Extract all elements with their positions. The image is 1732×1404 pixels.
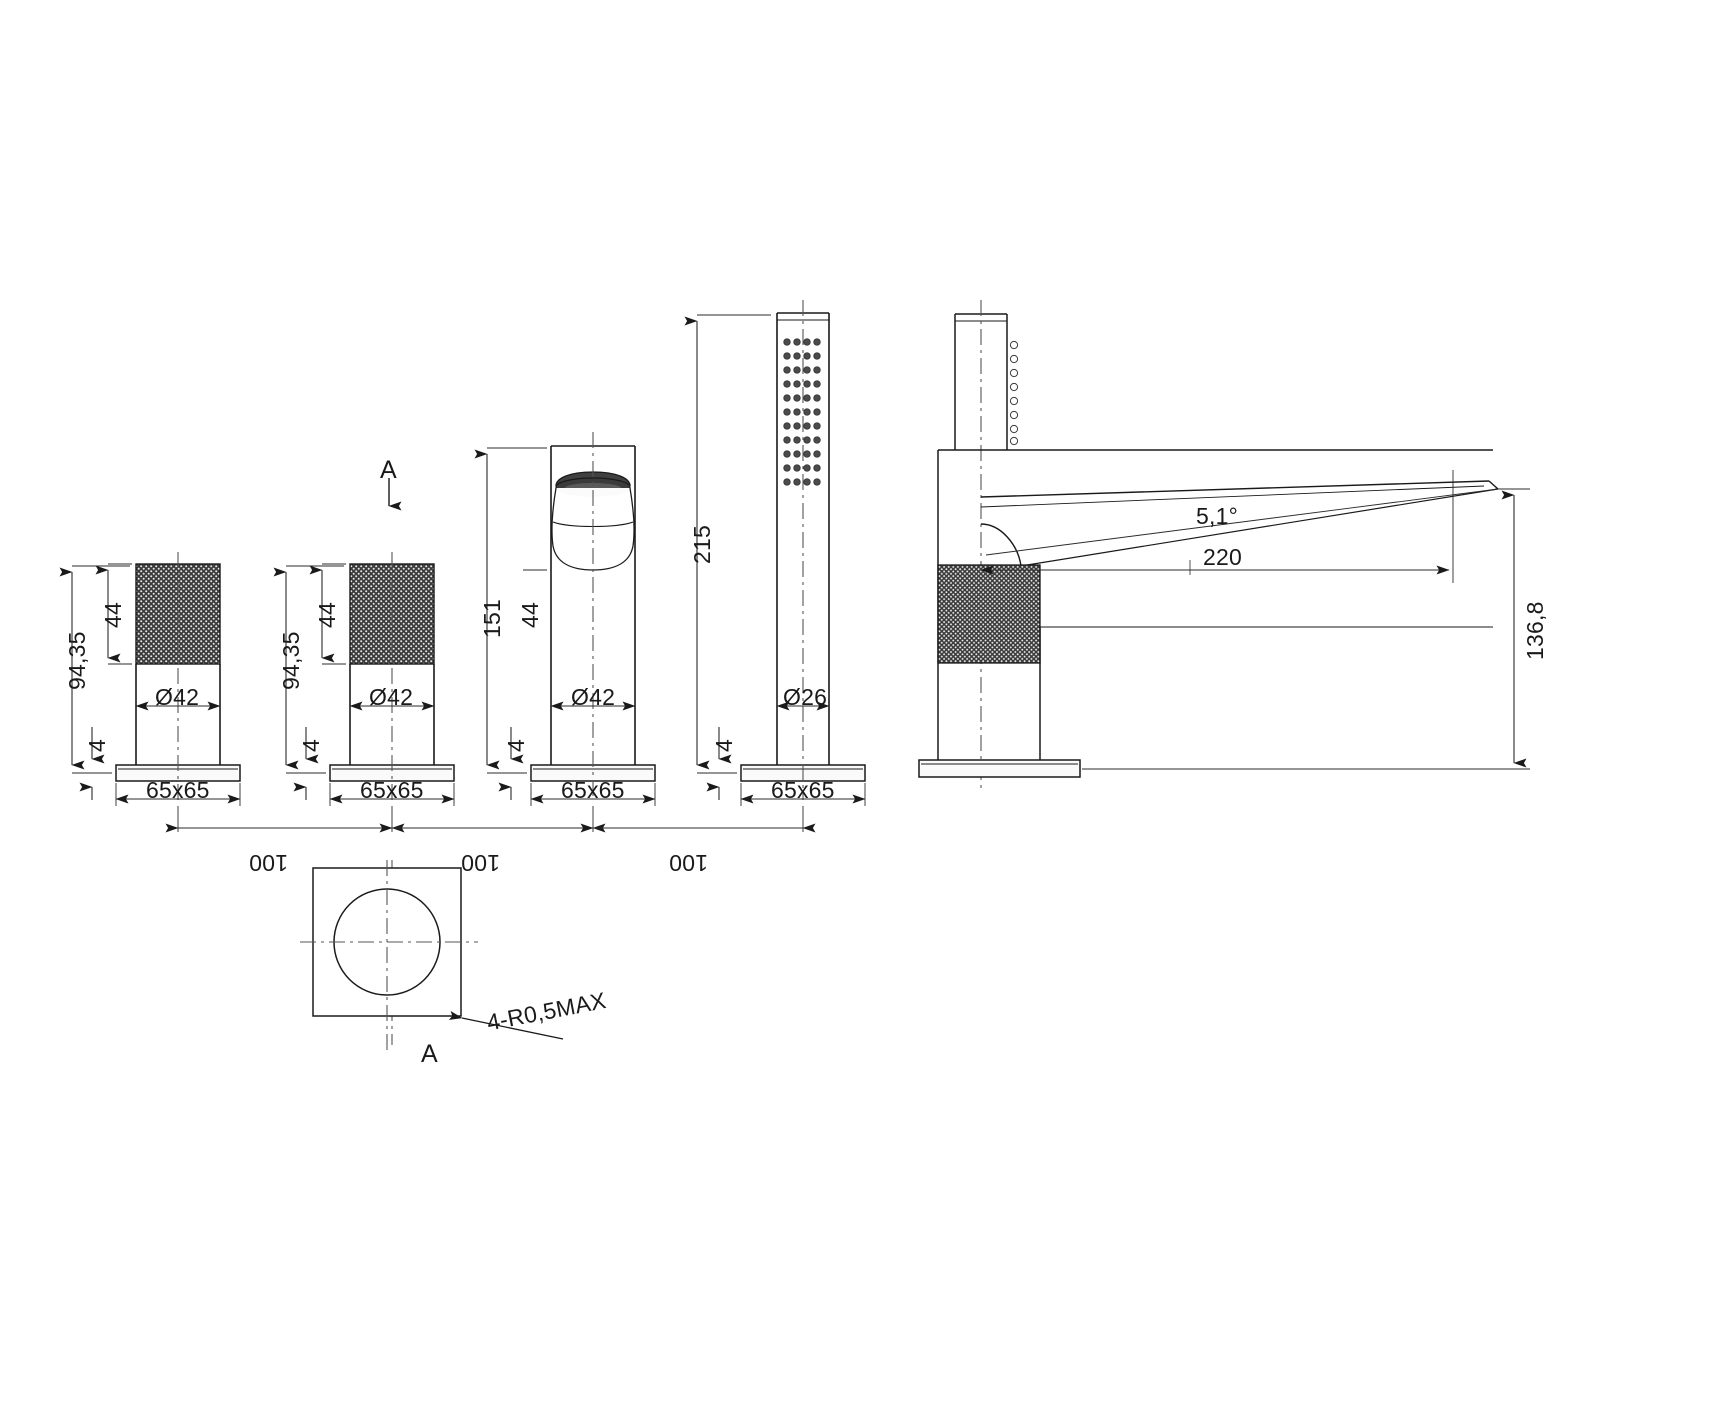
centerlines-section — [300, 860, 478, 1052]
dim-label-65-right: 65x65 — [360, 777, 424, 803]
dim-label-d42-diverter: Ø42 — [571, 684, 616, 710]
dim-label-65-left: 65x65 — [146, 777, 210, 803]
dim-label-65-diverter: 65x65 — [561, 777, 625, 803]
dim-label-4-hand-shower: 4 — [711, 739, 737, 752]
dim-label-44-right: 44 — [314, 602, 340, 628]
dim-label-44-left: 44 — [100, 602, 126, 628]
dim-label-215: 215 — [689, 525, 715, 564]
dim-label-d42-right: Ø42 — [369, 684, 414, 710]
dim-label-angle: 5,1° — [1196, 503, 1238, 529]
leader-corner-radius — [448, 1011, 564, 1040]
section-label-a-top: A — [380, 456, 397, 484]
dim-label-d26: Ø26 — [783, 684, 828, 710]
dim-label-94-35-left: 94,35 — [64, 631, 90, 690]
dim-label-spacing-2: 100 — [461, 850, 500, 876]
dim-215 — [684, 314, 771, 774]
assembly-spray-holes — [1009, 340, 1019, 446]
dim-label-4-right: 4 — [298, 739, 324, 752]
dim-65-left — [115, 783, 241, 806]
dim-44-left — [95, 563, 132, 665]
spray-holes — [783, 338, 821, 486]
dim-label-4-left: 4 — [84, 739, 110, 752]
dim-label-151: 151 — [479, 599, 505, 638]
dim-65-right — [329, 783, 455, 806]
dim-44-right — [309, 563, 346, 665]
dim-220 — [980, 470, 1454, 583]
dim-label-220: 220 — [1203, 544, 1242, 570]
dim-136-8 — [1082, 488, 1530, 770]
dim-label-spacing-1: 100 — [249, 850, 288, 876]
dim-label-spacing-3: 100 — [669, 850, 708, 876]
dim-label-136-8: 136,8 — [1522, 601, 1548, 660]
dim-label-94-35-right: 94,35 — [278, 631, 304, 690]
dim-label-d42-left: Ø42 — [155, 684, 200, 710]
dim-44-diverter — [523, 447, 547, 571]
section-label-a-bottom: A — [421, 1040, 438, 1068]
dim-65-diverter — [530, 783, 656, 806]
dim-65-hand-shower — [740, 783, 866, 806]
dim-label-4-diverter: 4 — [503, 739, 529, 752]
dim-chain-spacing — [165, 806, 816, 833]
assembly-body — [918, 449, 1499, 778]
dim-label-65-hand-shower: 65x65 — [771, 777, 835, 803]
dim-label-44-diverter: 44 — [517, 602, 543, 628]
